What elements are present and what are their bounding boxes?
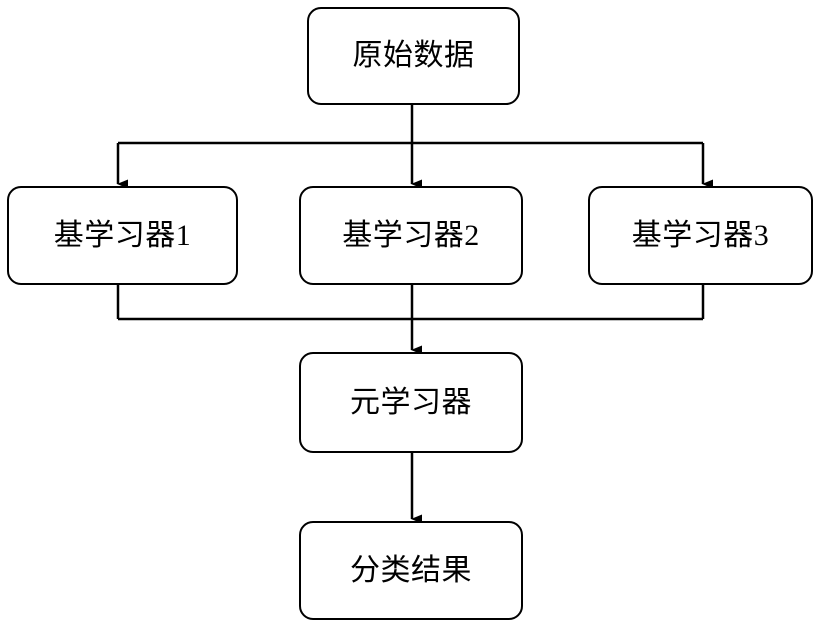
node-base-learner-3-label: 基学习器3 (631, 218, 770, 252)
node-raw-data[interactable]: 原始数据 (307, 7, 520, 105)
node-base-learner-3[interactable]: 基学习器3 (588, 186, 813, 285)
node-classification-result-label: 分类结果 (350, 553, 472, 587)
node-meta-learner-label: 元学习器 (350, 385, 472, 419)
node-base-learner-2[interactable]: 基学习器2 (299, 186, 523, 285)
node-base-learner-1[interactable]: 基学习器1 (7, 186, 238, 285)
node-classification-result[interactable]: 分类结果 (299, 521, 523, 620)
node-base-learner-1-label: 基学习器1 (53, 218, 192, 252)
node-raw-data-label: 原始数据 (352, 39, 475, 72)
node-base-learner-2-label: 基学习器2 (342, 218, 480, 252)
node-meta-learner[interactable]: 元学习器 (299, 352, 523, 453)
